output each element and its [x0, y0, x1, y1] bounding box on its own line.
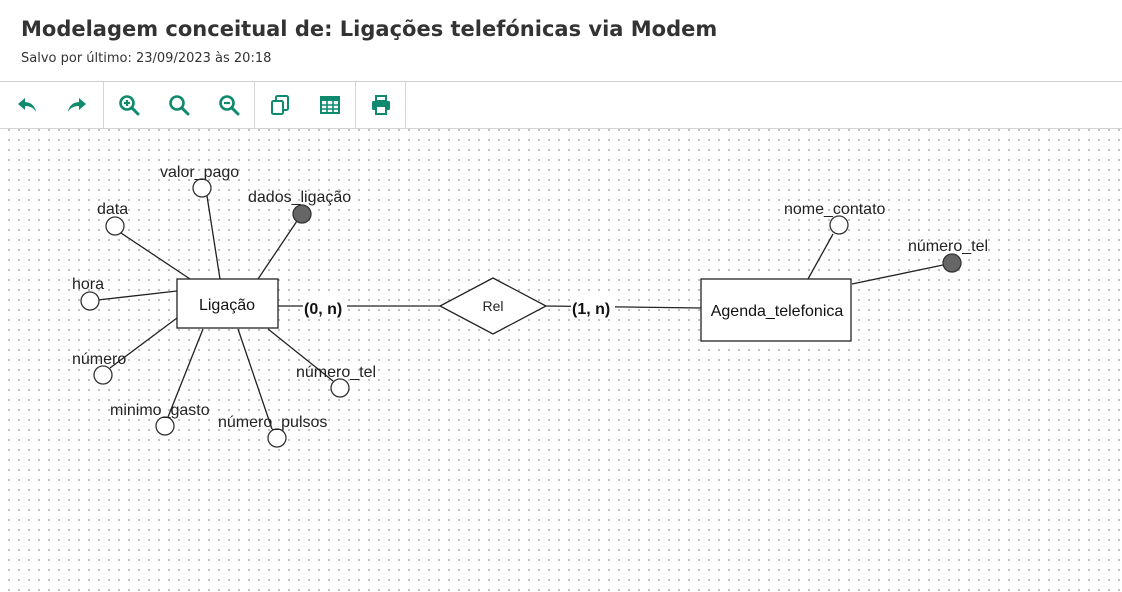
- attribute-numero-pulsos[interactable]: [267, 428, 287, 448]
- zoom-reset-button[interactable]: [154, 82, 204, 128]
- zoom-group: [104, 82, 255, 128]
- connector-data: [120, 232, 191, 280]
- zoom-out-button[interactable]: [204, 82, 254, 128]
- cardinality-right: (1, n): [572, 301, 610, 318]
- connector-valor-pago: [206, 195, 221, 280]
- attribute-numero-tel-ligacao[interactable]: [330, 378, 350, 398]
- entity-agenda-telefonica[interactable]: Agenda_telefonica: [700, 278, 852, 342]
- copy-button[interactable]: [255, 82, 305, 128]
- attribute-nome-contato[interactable]: [829, 215, 849, 235]
- table-icon: [320, 96, 340, 114]
- entity-ligacao[interactable]: Ligação: [176, 278, 279, 329]
- print-icon: [371, 95, 390, 115]
- label-data: data: [97, 201, 128, 218]
- label-hora: hora: [72, 276, 104, 293]
- link-rel-agenda: [545, 305, 702, 309]
- entity-agenda-label: Agenda_telefonica: [711, 303, 844, 320]
- zoom-in-icon: [119, 95, 140, 116]
- zoom-out-icon: [219, 95, 240, 116]
- undo-button[interactable]: [2, 82, 52, 128]
- label-numero-pulsos: número_pulsos: [218, 414, 327, 431]
- diagram-canvas[interactable]: (0, n) (1, n) Ligação Rel Agenda_telefon…: [0, 129, 1122, 592]
- attribute-valor-pago[interactable]: [192, 178, 212, 198]
- connector-numero: [109, 317, 178, 369]
- er-diagram: (0, n) (1, n) Ligação Rel Agenda_telefon…: [72, 164, 988, 448]
- connector-nome-contato: [807, 233, 834, 280]
- attribute-numero[interactable]: [93, 365, 113, 385]
- undo-icon: [18, 98, 36, 112]
- last-saved-status: Salvo por último: 23/09/2023 às 20:18: [21, 51, 272, 66]
- redo-button[interactable]: [52, 82, 102, 128]
- page-header: Modelagem conceitual de: Ligações telefó…: [0, 0, 1122, 82]
- relationship-rel[interactable]: Rel: [438, 277, 548, 335]
- connector-hora: [97, 290, 178, 301]
- label-dados-ligacao: dados_ligação: [248, 189, 351, 206]
- toolbar: [0, 82, 1122, 129]
- search-icon: [169, 95, 190, 116]
- relationship-label: Rel: [482, 298, 503, 314]
- label-numero: número: [72, 351, 126, 368]
- key-attribute-numero-tel-agenda[interactable]: [942, 253, 962, 273]
- print-group: [356, 82, 406, 128]
- attribute-data[interactable]: [105, 216, 125, 236]
- attribute-minimo-gasto[interactable]: [155, 416, 175, 436]
- connector-numero-tel-agenda: [851, 264, 944, 285]
- label-numero-tel-agenda: número_tel: [908, 238, 988, 255]
- redo-icon: [68, 98, 86, 112]
- label-valor-pago: valor_pago: [160, 164, 239, 181]
- edit-group: [255, 82, 356, 128]
- key-attribute-dados-ligacao[interactable]: [292, 204, 312, 224]
- page-title: Modelagem conceitual de: Ligações telefó…: [21, 17, 718, 41]
- history-group: [0, 82, 104, 128]
- label-minimo-gasto: minimo_gasto: [110, 402, 210, 419]
- cardinality-left: (0, n): [304, 301, 342, 318]
- copy-icon: [271, 95, 289, 115]
- connector-dados-ligacao: [257, 220, 298, 280]
- zoom-in-button[interactable]: [104, 82, 154, 128]
- print-button[interactable]: [356, 82, 405, 128]
- connector-numero-tel-ligacao: [267, 328, 334, 382]
- table-button[interactable]: [305, 82, 355, 128]
- label-numero-tel-ligacao: número_tel: [296, 364, 376, 381]
- label-nome-contato: nome_contato: [784, 201, 886, 218]
- connector-numero-pulsos: [237, 328, 273, 430]
- attribute-hora[interactable]: [80, 291, 100, 311]
- entity-ligacao-label: Ligação: [199, 297, 255, 314]
- connector-minimo-gasto: [167, 328, 204, 418]
